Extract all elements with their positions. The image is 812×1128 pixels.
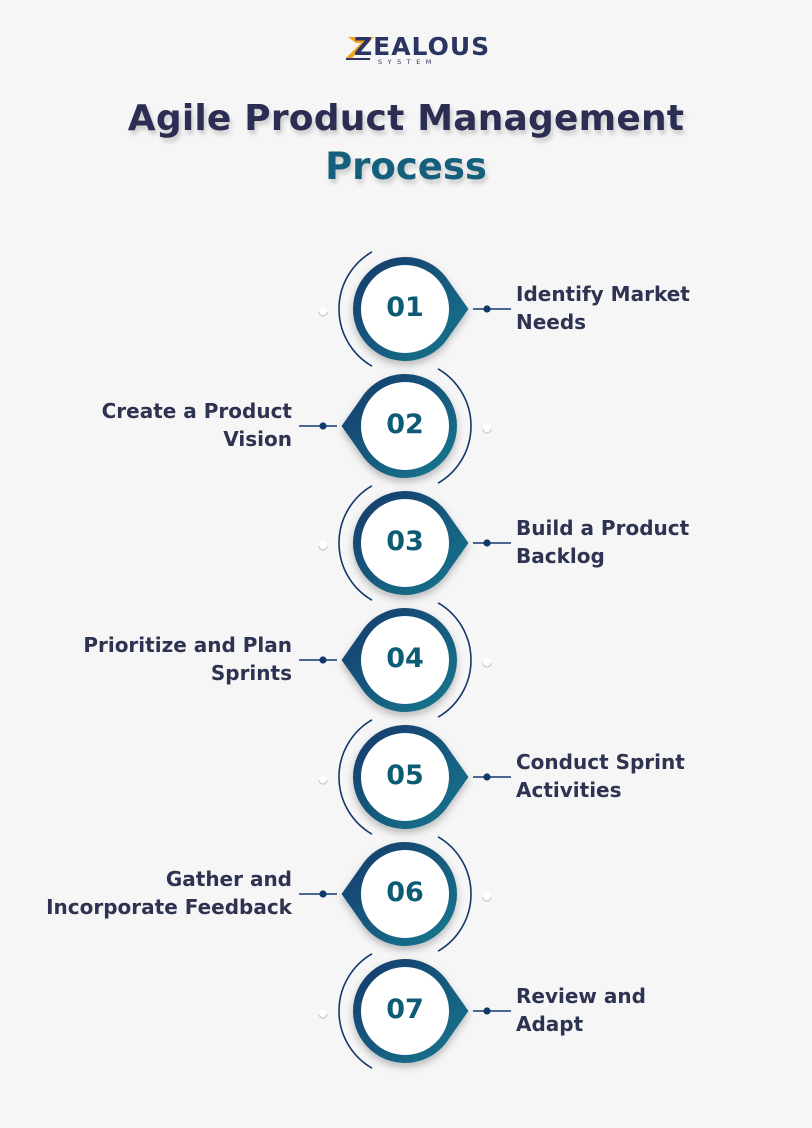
step-number-6: 06 (386, 877, 424, 908)
logo-tagline: SYSTEM (378, 58, 437, 66)
step-side-dot-1 (318, 307, 328, 317)
step-arc-3 (338, 485, 373, 601)
step-number-2: 02 (386, 409, 424, 440)
step-side-dot-4 (482, 658, 492, 668)
step-circle-2 (341, 368, 472, 484)
step-label-line1: Conduct Sprint (516, 750, 685, 774)
step-inner-2 (361, 382, 449, 470)
step-label-line1: Build a Product (516, 516, 690, 540)
step-number-4: 04 (386, 643, 424, 674)
step-inner-4 (361, 616, 449, 704)
step-label-line2: Backlog (516, 544, 605, 568)
step-inner-6 (361, 850, 449, 938)
step-label-line2: Activities (516, 778, 622, 802)
step-number-5: 05 (386, 760, 424, 791)
step-circle-4 (341, 602, 472, 718)
step-label-line2: Needs (516, 310, 587, 334)
step-arc-1 (338, 251, 373, 367)
step-label-line1: Prioritize and Plan (83, 633, 292, 657)
step-arc-4 (437, 602, 472, 718)
step-connector-1 (473, 305, 511, 313)
step-circle-5 (338, 719, 469, 835)
step-connector-4 (299, 656, 337, 664)
step-connector-2 (299, 422, 337, 430)
step-number-7: 07 (386, 994, 424, 1025)
step-connector-7 (473, 1007, 511, 1015)
step-connector-6 (299, 890, 337, 898)
step-number-3: 03 (386, 526, 424, 557)
step-arc-2 (437, 368, 472, 484)
step-arc-5 (338, 719, 373, 835)
step-number-1: 01 (386, 292, 424, 323)
step-connector-3 (473, 539, 511, 547)
step-circle-1 (338, 251, 469, 367)
step-inner-3 (361, 499, 449, 587)
step-side-dot-6 (482, 892, 492, 902)
step-arc-6 (437, 836, 472, 952)
step-inner-7 (361, 967, 449, 1055)
step-circle-3 (338, 485, 469, 601)
page-title-line-2: Process (325, 145, 487, 188)
step-label-line2: Incorporate Feedback (46, 895, 292, 919)
step-label-line1: Review and (516, 984, 646, 1008)
step-label-line1: Gather and (165, 867, 292, 891)
step-label-line2: Sprints (210, 661, 292, 685)
step-side-dot-2 (482, 424, 492, 434)
step-side-dot-3 (318, 541, 328, 551)
zealous-logo: ZEALOUS SYSTEM (336, 30, 489, 70)
logo-wordmark: ZEALOUS (354, 32, 491, 61)
step-arc-7 (338, 953, 373, 1069)
step-inner-5 (361, 733, 449, 821)
step-circle-7 (338, 953, 469, 1069)
step-inner-1 (361, 265, 449, 353)
step-side-dot-5 (318, 775, 328, 785)
step-label-line1: Identify Market (516, 282, 690, 306)
step-side-dot-7 (318, 1009, 328, 1019)
step-label-line2: Vision (223, 427, 292, 451)
page-title-line-1: Agile Product Management (127, 98, 685, 139)
step-label-line1: Create a Product (101, 399, 292, 423)
step-connector-5 (473, 773, 511, 781)
logo-z-mark-icon (346, 37, 374, 60)
step-label-line2: Adapt (516, 1012, 584, 1036)
step-circle-6 (341, 836, 472, 952)
